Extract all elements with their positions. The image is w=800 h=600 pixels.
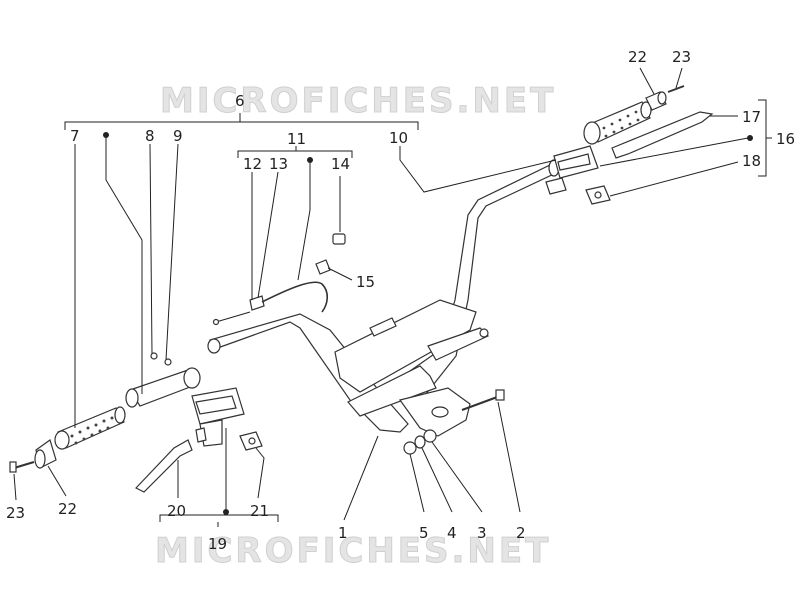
leader-lines (13, 67, 772, 527)
label-6: 6 (235, 92, 245, 110)
label-14: 14 (331, 155, 350, 173)
label-19: 19 (208, 535, 227, 553)
left-brake-master-cylinder (191, 387, 245, 447)
label-23-top: 23 (672, 48, 691, 66)
left-screw (9, 461, 35, 473)
label-21: 21 (250, 502, 269, 520)
right-brake-lever (611, 111, 714, 159)
bolt-2 (461, 389, 505, 412)
label-5: 5 (419, 524, 429, 542)
label-12: 12 (243, 155, 262, 173)
label-18: 18 (742, 152, 761, 170)
label-10: 10 (389, 129, 408, 147)
screw-9 (164, 358, 172, 366)
left-brake-lever (135, 439, 193, 493)
part-labels: 6 7 8 9 10 11 12 13 14 15 16 17 18 19 20… (6, 48, 795, 553)
nut-14 (332, 233, 346, 245)
label-1: 1 (338, 524, 348, 542)
label-11: 11 (287, 130, 306, 148)
label-3: 3 (477, 524, 487, 542)
nut-5 (403, 441, 417, 455)
label-23-bottom: 23 (6, 504, 25, 522)
throttle-cable (212, 281, 329, 326)
left-bar-end (34, 439, 57, 469)
washer-3 (423, 429, 437, 443)
left-clamp (239, 431, 263, 451)
washer-4 (414, 435, 426, 449)
right-screw (667, 85, 685, 93)
screw-8 (150, 352, 158, 360)
label-7: 7 (70, 127, 80, 145)
right-clamp (585, 185, 611, 205)
throttle-tube (125, 367, 201, 408)
right-bar-end (645, 91, 667, 111)
label-15: 15 (356, 273, 375, 291)
label-9: 9 (173, 127, 183, 145)
right-brake-master-cylinder (545, 145, 599, 195)
label-4: 4 (447, 524, 457, 542)
label-16: 16 (776, 130, 795, 148)
label-20: 20 (167, 502, 186, 520)
label-17: 17 (742, 108, 761, 126)
clip-15 (315, 259, 331, 275)
watermark-bottom: MICROFICHES.NET (155, 531, 551, 571)
label-13: 13 (269, 155, 288, 173)
watermark-top: MICROFICHES.NET (160, 81, 556, 121)
right-grip (583, 101, 652, 145)
label-8: 8 (145, 127, 155, 145)
left-grip (54, 406, 126, 450)
label-22-bottom: 22 (58, 500, 77, 518)
label-2: 2 (516, 524, 526, 542)
label-22-top: 22 (628, 48, 647, 66)
